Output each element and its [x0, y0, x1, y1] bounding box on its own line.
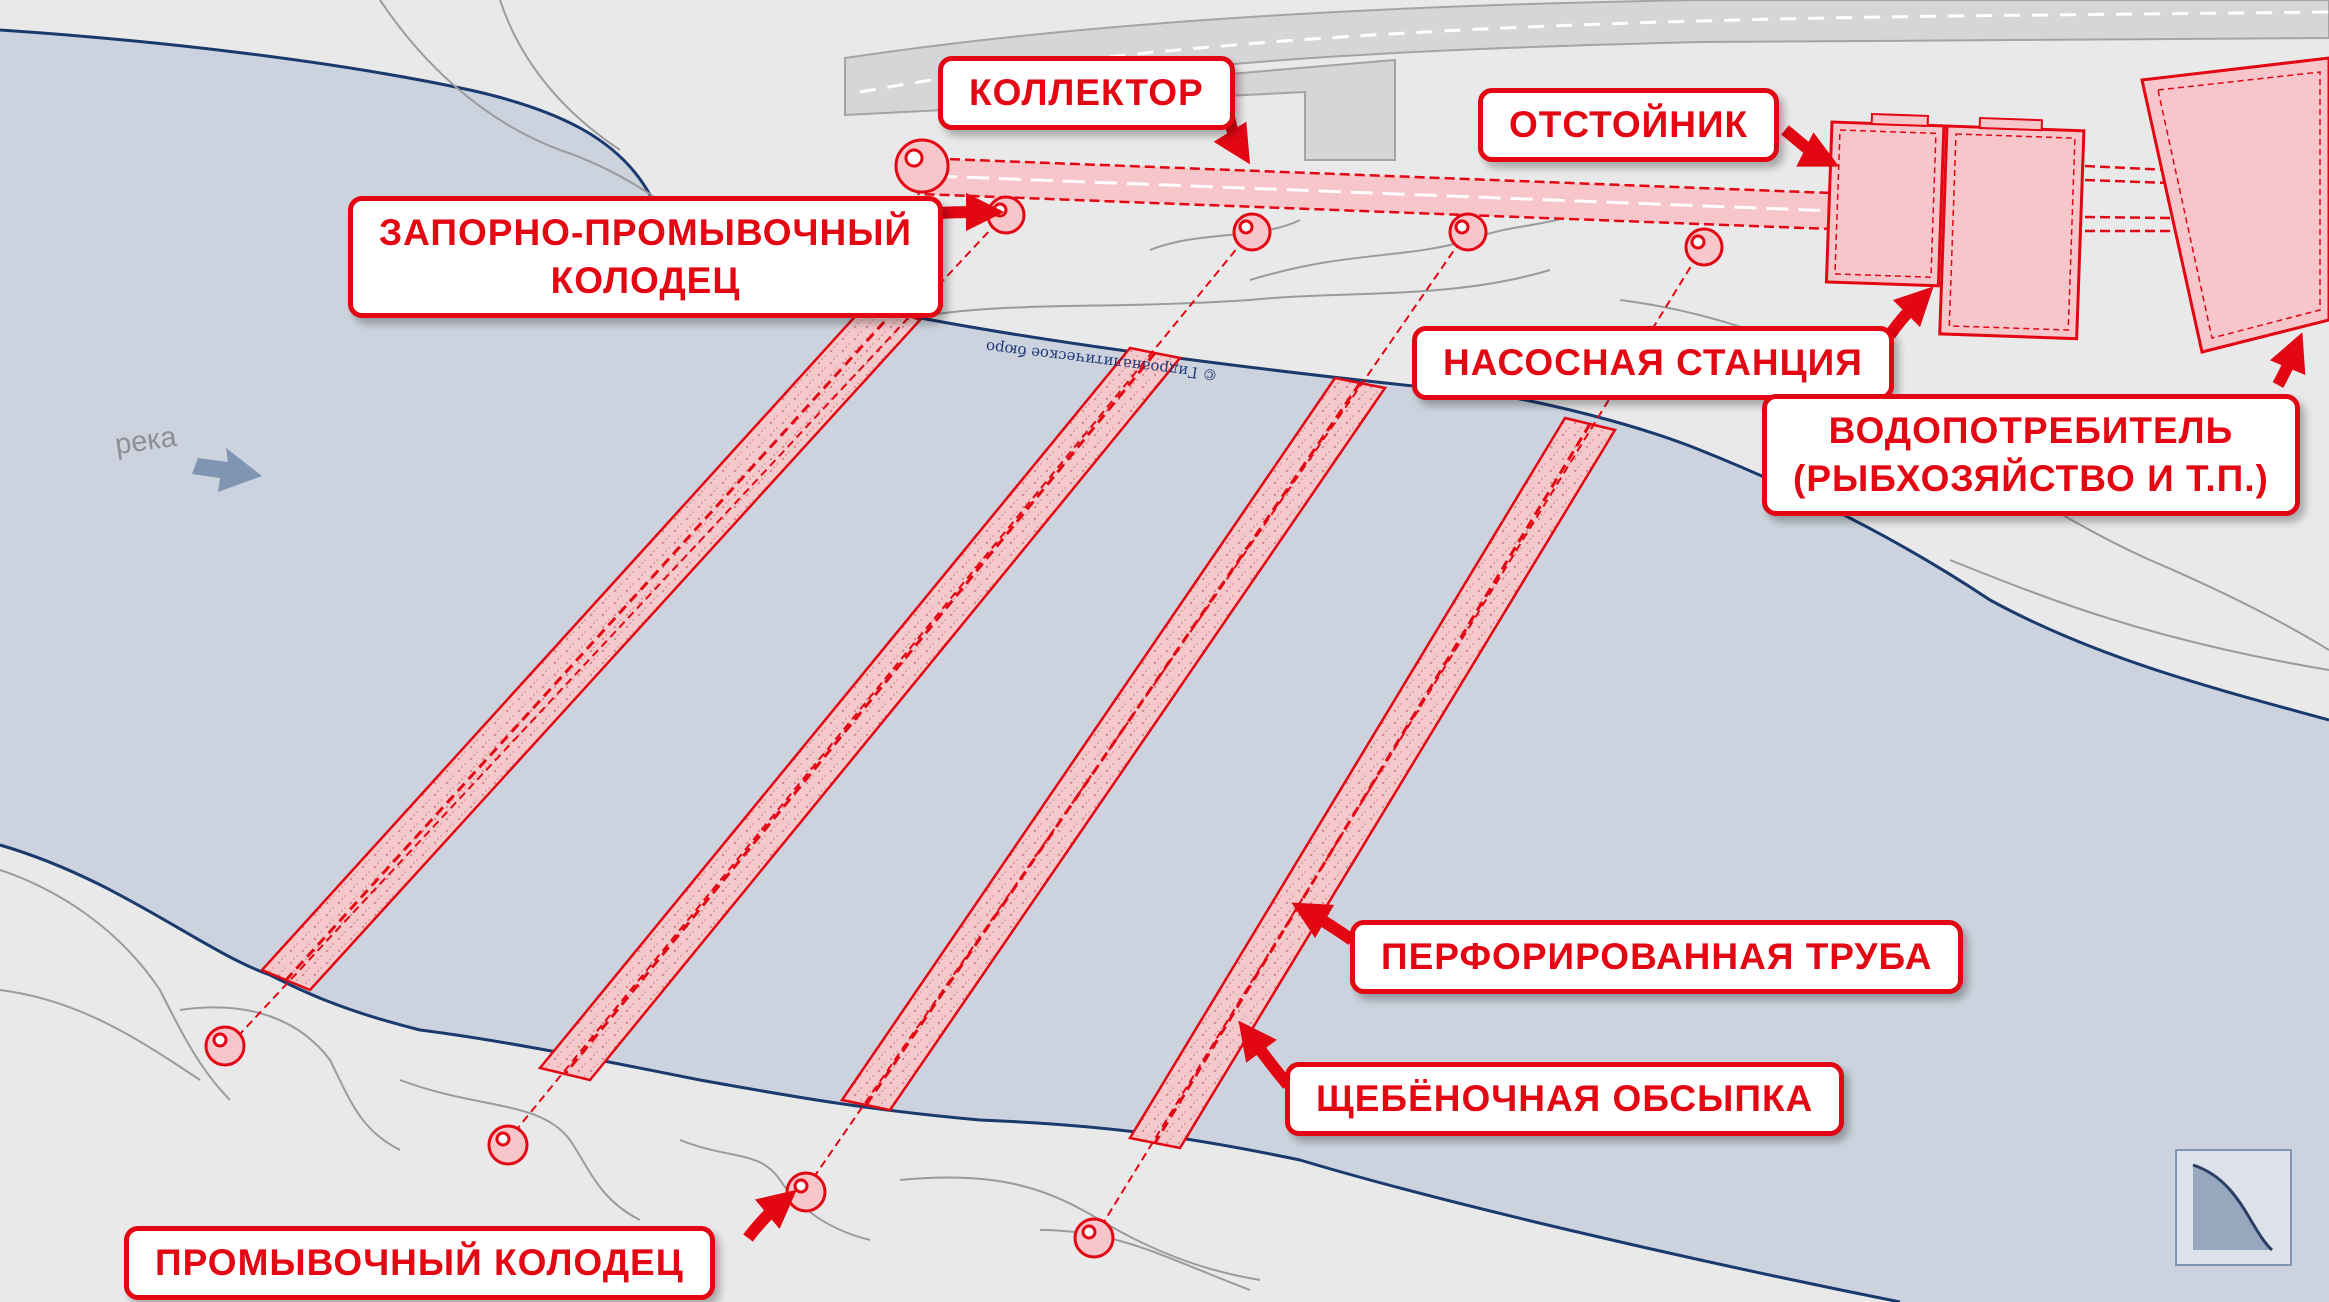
vodopotrebitel-text-2: (РЫБХОЗЯЙСТВО И Т.П.)	[1793, 458, 2269, 499]
vodopotrebitel-text-1: ВОДОПОТРЕБИТЕЛЬ	[1828, 410, 2234, 451]
flow-arrow-icon	[192, 448, 262, 492]
collector-end-well	[894, 138, 950, 194]
kollektor-text: КОЛЛЕКТОР	[969, 72, 1204, 113]
shutoff-flush-well-4	[1684, 227, 1724, 267]
promyvochny-label: ПРОМЫВОЧНЫЙ КОЛОДЕЦ	[124, 1226, 715, 1300]
shchebenochnaya-text: ЩЕБЁНОЧНАЯ ОБСЫПКА	[1316, 1078, 1814, 1119]
perforirovannaya-label: ПЕРФОРИРОВАННАЯ ТРУБА	[1350, 920, 1964, 994]
vodopotrebitel-arrow	[2269, 332, 2306, 388]
pipe-4	[1093, 244, 1705, 1239]
otstoynik-text: ОТСТОЙНИК	[1509, 104, 1749, 145]
settling-tank	[1824, 112, 1946, 288]
logo-icon	[2175, 1149, 2292, 1266]
zaporno-label: ЗАПОРНО-ПРОМЫВОЧНЫЙ КОЛОДЕЦ	[348, 196, 944, 318]
perforirovannaya-text: ПЕРФОРИРОВАННАЯ ТРУБА	[1381, 936, 1933, 977]
promyvochny-text: ПРОМЫВОЧНЫЙ КОЛОДЕЦ	[155, 1242, 684, 1283]
pump-station	[1938, 116, 2086, 341]
shutoff-flush-well-3	[1448, 212, 1488, 252]
nasosnaya-label: НАСОСНАЯ СТАНЦИЯ	[1412, 326, 1894, 400]
shutoff-flush-well-2	[1232, 212, 1272, 252]
pipe-2	[507, 229, 1253, 1141]
shchebenochnaya-arrow	[1238, 1020, 1293, 1089]
flush-well-2	[487, 1124, 529, 1166]
nasosnaya-text: НАСОСНАЯ СТАНЦИЯ	[1443, 342, 1863, 383]
flush-well-1	[204, 1025, 246, 1067]
perforated-pipes	[224, 212, 1705, 1239]
zaporno-text-2: КОЛОДЕЦ	[550, 260, 741, 301]
kollektor-label: КОЛЛЕКТОР	[938, 56, 1235, 130]
vodopotrebitel-label: ВОДОПОТРЕБИТЕЛЬ (РЫБХОЗЯЙСТВО И Т.П.)	[1762, 394, 2300, 516]
promyvochny-arrow	[743, 1189, 797, 1242]
water-consumer-building	[2140, 56, 2329, 354]
flush-well-3	[785, 1171, 827, 1213]
pipe-3	[804, 229, 1469, 1191]
flush-well-4	[1073, 1217, 1115, 1259]
otstoynik-label: ОТСТОЙНИК	[1478, 88, 1780, 162]
south-shoreline	[0, 843, 1901, 1302]
shutoff-flush-well-1	[986, 195, 1026, 235]
perforirovannaya-arrow	[1291, 902, 1356, 945]
nasosnaya-arrow	[1885, 286, 1934, 339]
zaporno-text-1: ЗАПОРНО-ПРОМЫВОЧНЫЙ	[379, 212, 913, 253]
shchebenochnaya-label: ЩЕБЁНОЧНАЯ ОБСЫПКА	[1285, 1062, 1845, 1136]
otstoynik-arrow	[1781, 125, 1840, 167]
